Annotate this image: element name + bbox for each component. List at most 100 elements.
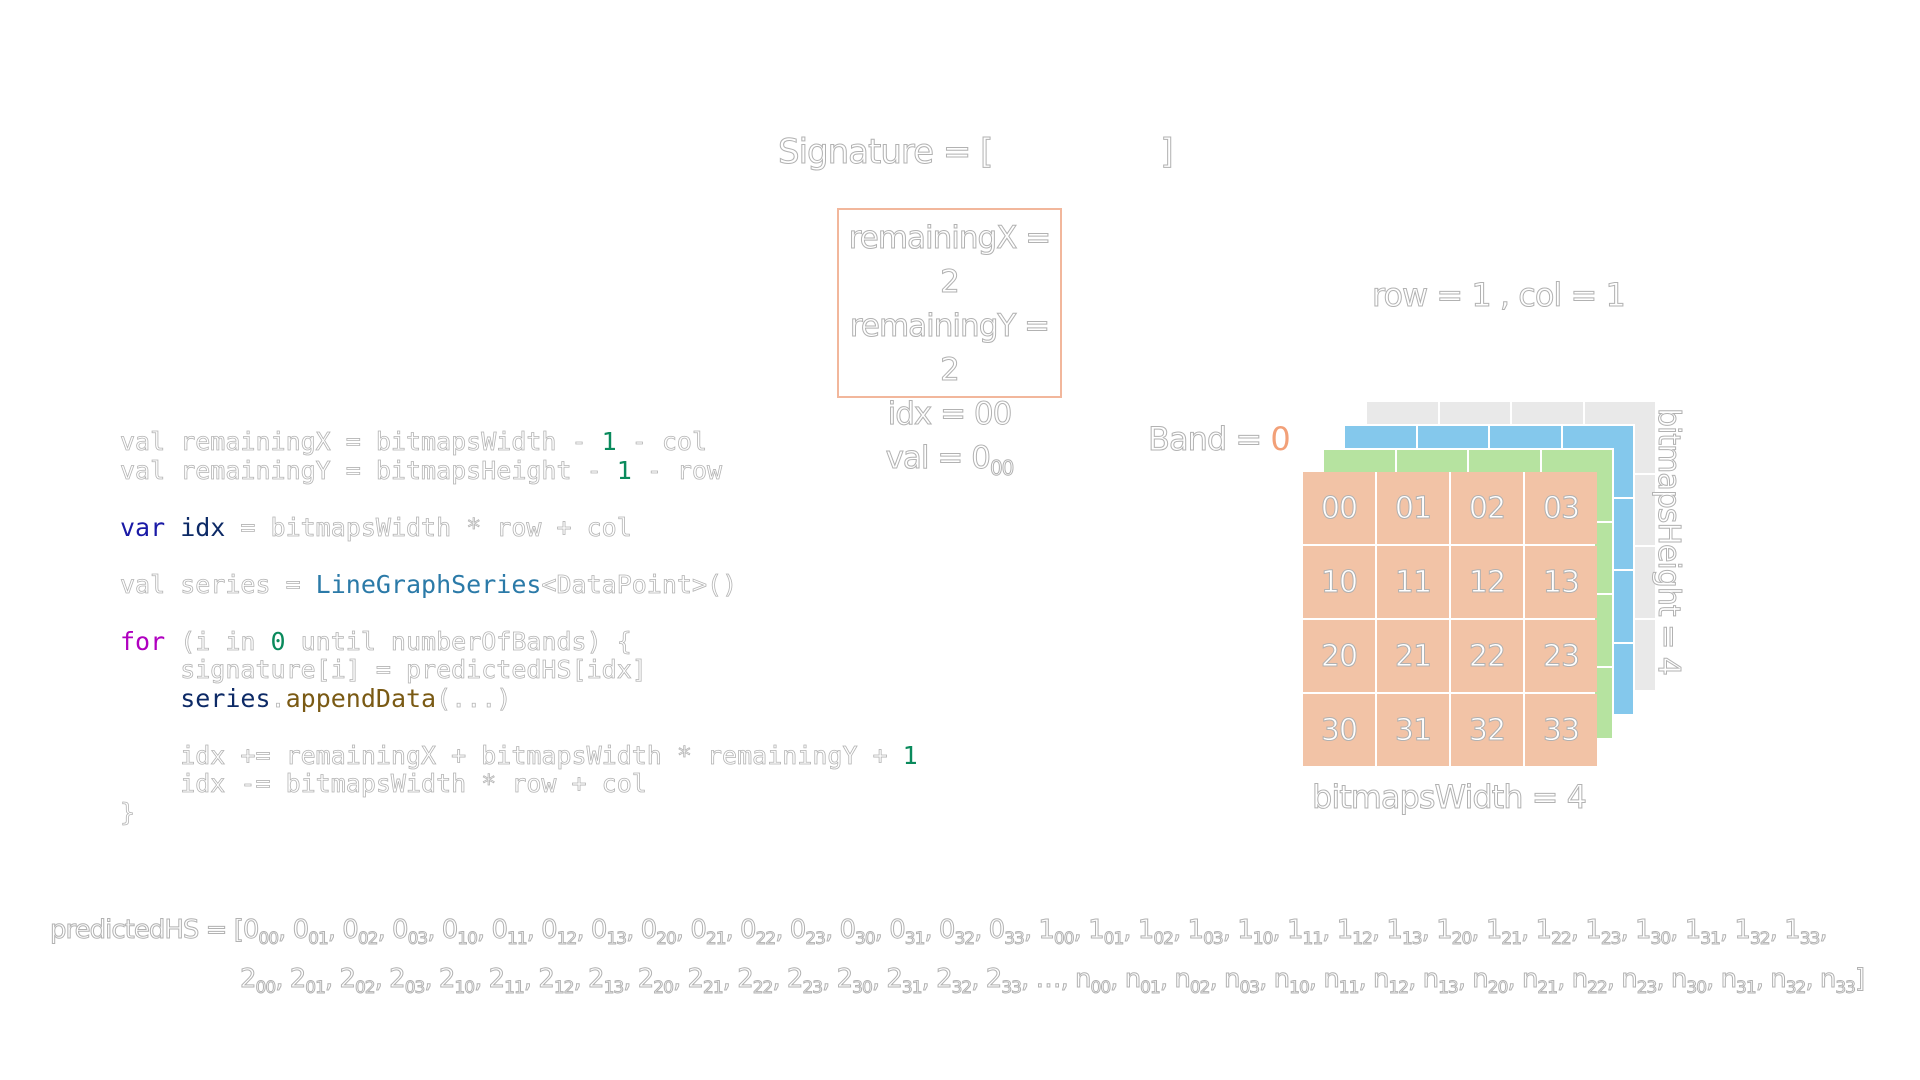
pixel-cell: 32	[1451, 694, 1523, 766]
predicted-hs-entry: n01	[1125, 964, 1160, 994]
predicted-hs-entry: 103	[1188, 915, 1223, 945]
predicted-hs-entry: n02	[1174, 964, 1209, 994]
state-box: remainingX = 2 remainingY = 2 idx = 00 v…	[837, 208, 1062, 398]
predicted-hs-entry: 031	[889, 915, 924, 945]
code-line: val remainingY = bitmapsHeight - 1 - row	[120, 457, 918, 486]
code-block: val remainingX = bitmapsWidth - 1 - colv…	[120, 428, 918, 827]
predicted-hs-entry: n11	[1323, 964, 1358, 994]
band-layer-front-grid: 00010203101112132021222330313233	[1303, 472, 1595, 764]
pixel-cell: 31	[1377, 694, 1449, 766]
predicted-hs-label: predictedHS = [	[50, 915, 243, 945]
predicted-hs-entry: 011	[491, 915, 526, 945]
predicted-hs-entry: 110	[1237, 915, 1272, 945]
predicted-hs-entry: 102	[1138, 915, 1173, 945]
predicted-hs-array: predictedHS = [000, 001, 002, 003, 010, …	[50, 910, 1864, 1008]
predicted-hs-entry: n12	[1373, 964, 1408, 994]
predicted-hs-entry: 233	[986, 964, 1021, 994]
predicted-hs-entry: 033	[989, 915, 1024, 945]
predicted-hs-entry: 111	[1287, 915, 1322, 945]
code-line-blank	[120, 542, 918, 571]
predicted-hs-line-2: 200, 201, 202, 203, 210, 211, 212, 213, …	[50, 959, 1864, 1008]
predicted-hs-entry: 232	[936, 964, 971, 994]
predicted-hs-entry: n33	[1820, 964, 1855, 994]
predicted-hs-entry: n32	[1770, 964, 1805, 994]
predicted-hs-entry: n00	[1075, 964, 1110, 994]
predicted-hs-entry: 222	[737, 964, 772, 994]
predicted-hs-entry: 133	[1784, 915, 1819, 945]
predicted-hs-entry: 122	[1536, 915, 1571, 945]
band-value: 0	[1270, 420, 1289, 458]
predicted-hs-entry: 212	[538, 964, 573, 994]
predicted-hs-entry: n13	[1423, 964, 1458, 994]
predicted-hs-entry: 220	[638, 964, 673, 994]
predicted-hs-entry: n03	[1224, 964, 1259, 994]
pixel-cell: 33	[1525, 694, 1597, 766]
predicted-hs-entry: 231	[886, 964, 921, 994]
pixel-cell: 13	[1525, 546, 1597, 618]
predicted-hs-entry: 010	[442, 915, 477, 945]
code-line: val remainingX = bitmapsWidth - 1 - col	[120, 428, 918, 457]
pixel-cell: 03	[1525, 472, 1597, 544]
code-line-blank	[120, 713, 918, 742]
predicted-hs-entry: 223	[787, 964, 822, 994]
predicted-hs-entry: 202	[339, 964, 374, 994]
code-line: idx -= bitmapsWidth * row + col	[120, 770, 918, 799]
code-line: }	[120, 799, 918, 828]
row-col-label: row = 1 , col = 1	[1372, 276, 1625, 314]
pixel-cell: 22	[1451, 620, 1523, 692]
predicted-hs-entry: n10	[1274, 964, 1309, 994]
predicted-hs-entry: 200	[240, 964, 275, 994]
predicted-hs-entry: 210	[439, 964, 474, 994]
signature-suffix: ]	[1160, 132, 1172, 172]
pixel-cell: 00	[1303, 472, 1375, 544]
code-line: var idx = bitmapsWidth * row + col	[120, 514, 918, 543]
predicted-hs-entry: 131	[1685, 915, 1720, 945]
predicted-hs-entry: 221	[687, 964, 722, 994]
predicted-hs-entry: 100	[1038, 915, 1073, 945]
predicted-hs-entry: 023	[790, 915, 825, 945]
code-line: for (i in 0 until numberOfBands) {	[120, 628, 918, 657]
remaining-x-label: remainingX = 2	[839, 216, 1060, 304]
predicted-hs-entry: 123	[1585, 915, 1620, 945]
predicted-hs-entry: n23	[1621, 964, 1656, 994]
pixel-cell: 01	[1377, 472, 1449, 544]
pixel-cell: 10	[1303, 546, 1375, 618]
remaining-y-label: remainingY = 2	[839, 304, 1060, 392]
code-line-blank	[120, 485, 918, 514]
predicted-hs-entry: 003	[392, 915, 427, 945]
predicted-hs-entry: 021	[690, 915, 725, 945]
predicted-hs-entry: n20	[1472, 964, 1507, 994]
predicted-hs-entry: 030	[839, 915, 874, 945]
predicted-hs-closing: ]	[1855, 964, 1864, 994]
pixel-cell: 23	[1525, 620, 1597, 692]
predicted-hs-entry: 230	[837, 964, 872, 994]
predicted-hs-entry: 130	[1635, 915, 1670, 945]
predicted-hs-entry: 000	[243, 915, 278, 945]
predicted-hs-entry: 120	[1436, 915, 1471, 945]
bitmaps-height-label: bitmapsHeight = 4	[1651, 408, 1686, 675]
predicted-hs-entry: 211	[489, 964, 524, 994]
signature-prefix: Signature = [	[778, 132, 992, 172]
code-line-blank	[120, 599, 918, 628]
predicted-hs-entry: 213	[588, 964, 623, 994]
predicted-hs-entry: 201	[290, 964, 325, 994]
predicted-hs-line-1: predictedHS = [000, 001, 002, 003, 010, …	[50, 915, 1827, 945]
pixel-cell: 12	[1451, 546, 1523, 618]
pixel-cell: 02	[1451, 472, 1523, 544]
predicted-hs-entry: 002	[342, 915, 377, 945]
predicted-hs-entry: 203	[389, 964, 424, 994]
pixel-cell: 21	[1377, 620, 1449, 692]
bitmaps-width-label: bitmapsWidth = 4	[1312, 778, 1586, 816]
code-line: val series = LineGraphSeries<DataPoint>(…	[120, 571, 918, 600]
band-label: Band = 0	[1148, 420, 1290, 458]
predicted-hs-entry: 113	[1386, 915, 1421, 945]
predicted-hs-entry: 032	[939, 915, 974, 945]
predicted-hs-entry: 112	[1337, 915, 1372, 945]
predicted-hs-entry: 022	[740, 915, 775, 945]
code-line: signature[i] = predictedHS[idx]	[120, 656, 918, 685]
pixel-cell: 30	[1303, 694, 1375, 766]
predicted-hs-entry: …	[1036, 964, 1061, 994]
predicted-hs-entry: 012	[541, 915, 576, 945]
predicted-hs-entry: 132	[1734, 915, 1769, 945]
predicted-hs-entry: n21	[1522, 964, 1557, 994]
